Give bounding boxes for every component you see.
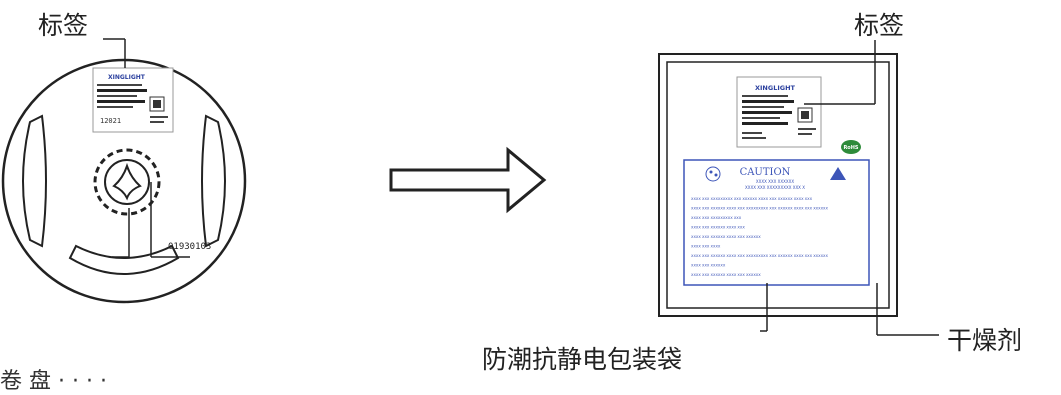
reel-label-caption: 标签 <box>38 11 89 40</box>
hub-code: 01930103 <box>168 242 211 252</box>
reel-window-right <box>201 114 226 248</box>
caution-line: XXXX XXX XXXXXX XXXX XXX XXXXXXXXX XXX X… <box>691 207 829 211</box>
caution-title: CAUTION <box>740 167 791 178</box>
bag-label-brand: XINGLIGHT <box>755 84 796 92</box>
caution-text-block: XXXX XXX XXXXXXXXX XXX XXXXXX XXXX XXX X… <box>691 197 829 277</box>
caution-subtitle-2: XXXX XXX XXXXXXXXX XXX X <box>745 185 805 190</box>
reel-label-brand: XINGLIGHT <box>108 74 146 81</box>
rohs-badge <box>841 140 861 154</box>
anti-static-bag: XINGLIGHT RoHS CAUTION XXXX XXX XXXXXX X… <box>658 40 939 336</box>
caution-line: XXXX XXX XXXXXXXXX XXX XXXXXX XXXX XXX X… <box>691 197 813 201</box>
bottom-left-caption: 卷 盘 · · · · <box>0 369 107 394</box>
caution-line: XXXX XXX XXXXXX <box>691 264 726 268</box>
caution-line: XXXX XXX XXXXXX XXXX XXX XXXXXXXXX XXX X… <box>691 254 829 258</box>
reel-hub-spindle <box>112 162 142 201</box>
caution-line: XXXX XXX XXXX <box>691 245 721 249</box>
caution-line: XXXX XXX XXXXXX XXXX XXX <box>691 226 745 230</box>
bag-name-caption: 防潮抗静电包装袋 <box>482 345 683 374</box>
packaging-diagram: 01930103 XINGLIGHT 12021 XINGLIGHT <box>1 38 939 336</box>
caution-subtitle-1: XXXX XXX XXXXXX <box>756 179 794 184</box>
caution-line: XXXX XXX XXXXXXXXX XXX <box>691 216 742 220</box>
caution-line: XXXX XXX XXXXXX XXXX XXX XXXXXX <box>691 273 761 277</box>
reel: 01930103 XINGLIGHT 12021 <box>1 38 247 304</box>
esd-hand-icon <box>705 166 721 182</box>
esd-warning-icon <box>830 167 846 180</box>
arrow-right-icon <box>389 146 547 214</box>
bag-label-caption: 标签 <box>854 11 905 40</box>
desiccant-caption: 干燥剂 <box>947 326 1023 355</box>
rohs-text: RoHS <box>843 145 858 151</box>
reel-window-bottom <box>68 244 180 275</box>
reel-window-left <box>22 114 47 248</box>
reel-label-code: 12021 <box>100 117 121 125</box>
caution-line: XXXX XXX XXXXXX XXXX XXX XXXXXX <box>691 235 761 239</box>
